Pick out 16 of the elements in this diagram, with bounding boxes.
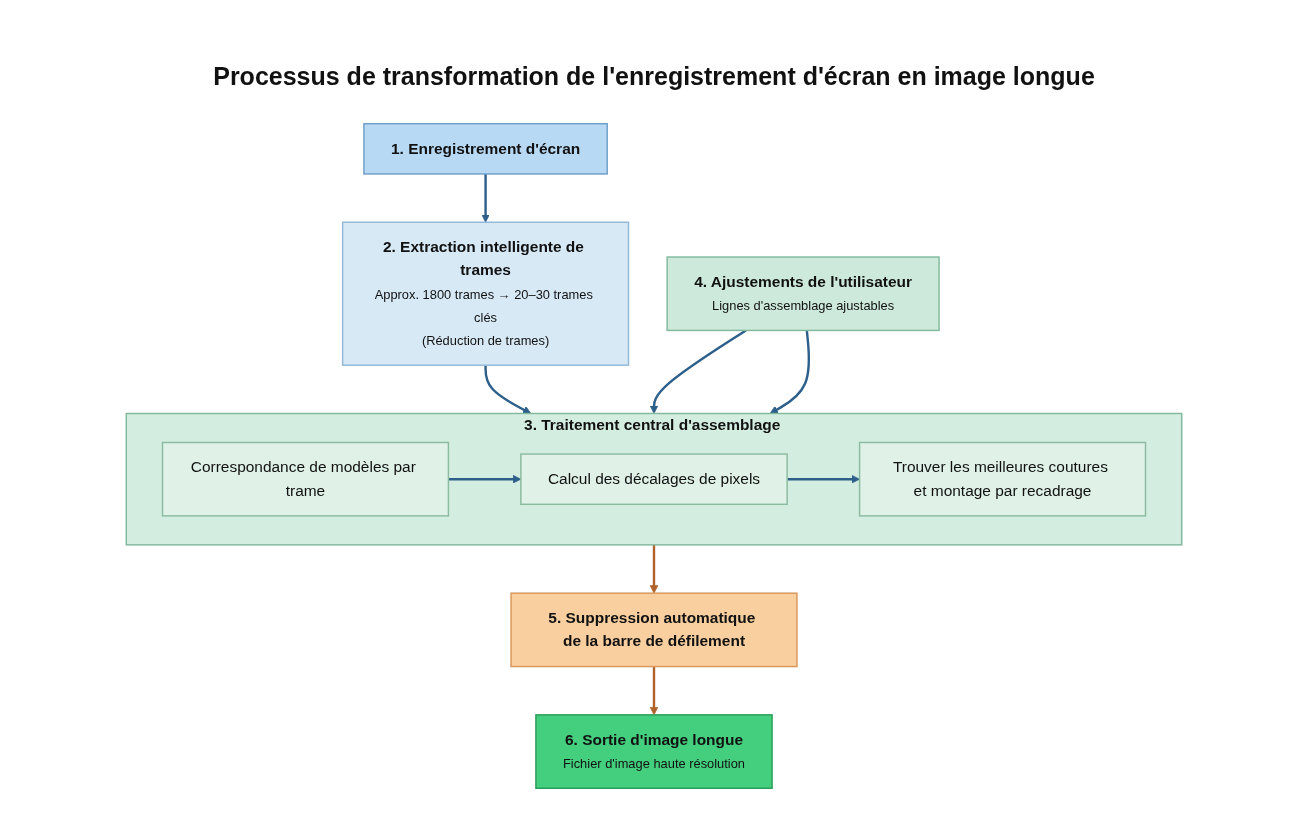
node-box: Calcul des décalages de pixels [520, 453, 788, 506]
diagram-title: Processus de transformation de l'enregistrement d'écran en image longue [213, 62, 1095, 91]
node-box: 6. Sortie d'image longue Fichier d'image haute résolution [535, 714, 773, 789]
node-box: 5. Suppression automatique de la barre de défilement [510, 592, 798, 668]
node-box: 4. Ajustements de l'utilisateur Lignes d'assemblage ajustables [666, 256, 940, 332]
node-box: Trouver les meilleures coutures et montage par recadrage [858, 441, 1147, 517]
arrow [481, 173, 490, 223]
arrow [649, 544, 659, 594]
arrow [649, 329, 747, 414]
node-box: Correspondance de modèles par trame [161, 441, 450, 517]
node-box: 2. Extraction intelligente de trames Approx. 1800 trames → 20–30 trames clés (Réduction de trames) [341, 221, 630, 366]
arrow [484, 365, 532, 414]
arrow [649, 666, 659, 716]
arrow [787, 474, 860, 484]
arrow [769, 330, 811, 414]
node-box: 1. Enregistrement d'écran [363, 123, 608, 175]
